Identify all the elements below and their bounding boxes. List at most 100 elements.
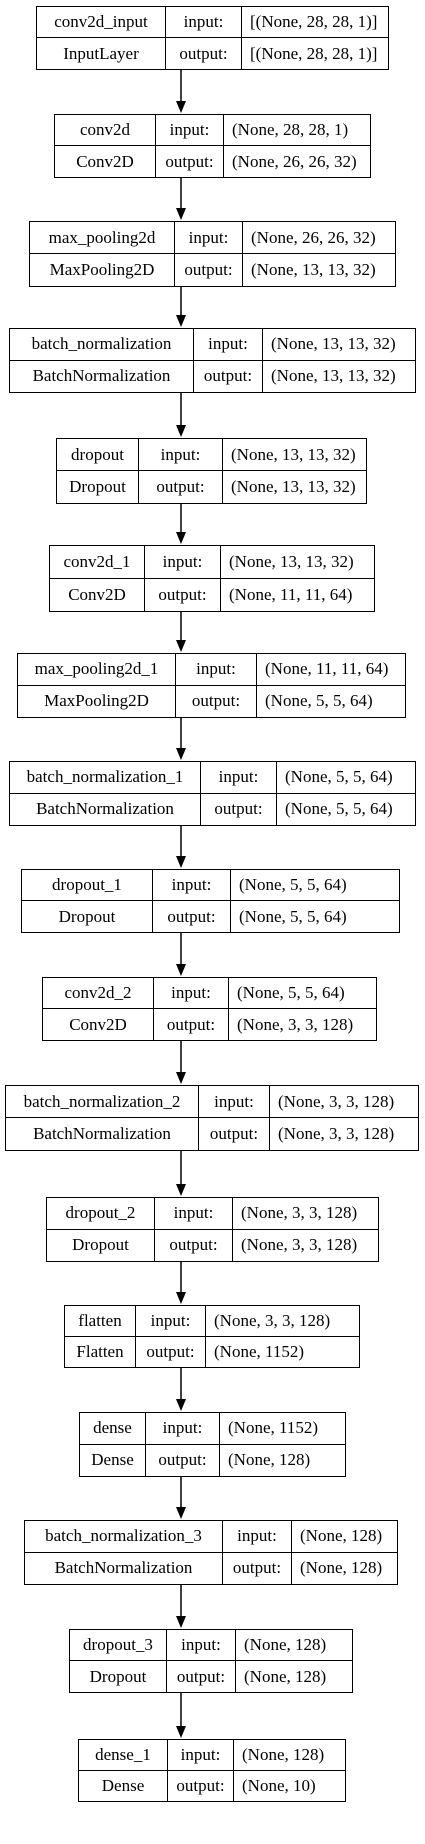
edge-arrowhead (176, 1072, 186, 1084)
output-label: output: (194, 360, 263, 392)
input-label: input: (156, 115, 224, 146)
input-label: input: (166, 7, 242, 38)
edge-arrowhead (176, 856, 186, 868)
layer-type: Dense (79, 1770, 168, 1801)
output-shape: (None, 11, 11, 64) (229, 584, 353, 604)
input-label: input: (146, 1413, 220, 1445)
input-label: input: (167, 1630, 236, 1661)
output-shape: (None, 5, 5, 64) (265, 691, 373, 711)
layer-name: max_pooling2d (30, 222, 175, 254)
input-label: input: (168, 1740, 234, 1771)
layer-type: Dense (80, 1444, 146, 1476)
edge-arrowhead (176, 748, 186, 760)
layer-name: conv2d (55, 115, 156, 146)
edge-arrowhead (176, 315, 186, 327)
layer-type: Dropout (22, 901, 153, 932)
layer-name: conv2d_input (37, 7, 166, 38)
layer-type: BatchNormalization (10, 360, 194, 392)
layer-type: Conv2D (50, 578, 145, 611)
layer-name: dropout_2 (47, 1198, 155, 1230)
input-shape: (None, 11, 11, 64) (257, 654, 405, 686)
input-shape: (None, 13, 13, 32) (263, 329, 415, 361)
layer-name: dense (80, 1413, 146, 1445)
output-label: output: (201, 793, 277, 825)
input-shape: (None, 3, 3, 128) (206, 1306, 359, 1337)
input-shape: (None, 5, 5, 64) (277, 762, 415, 794)
edge-arrowhead (176, 1184, 186, 1196)
input-label: input: (194, 329, 263, 361)
input-shape: (None, 28, 28, 1) (224, 115, 370, 146)
input-shape: (None, 128) (234, 1740, 345, 1771)
input-shape: (None, 13, 13, 32) (223, 439, 366, 471)
layer-type: MaxPooling2D (30, 254, 175, 286)
input-label: input: (153, 870, 231, 901)
output-label: output: (167, 1661, 236, 1692)
edge-arrowhead (176, 1399, 186, 1411)
output-label: output: (146, 1444, 220, 1476)
layer-name: dropout_1 (22, 870, 153, 901)
output-shape: (None, 128) (228, 1450, 311, 1470)
layer-type: Dropout (47, 1229, 155, 1261)
layer-name: max_pooling2d_1 (18, 654, 176, 686)
input-label: input: (176, 654, 257, 686)
layer-name: dropout_3 (70, 1630, 167, 1661)
layer-type: MaxPooling2D (18, 685, 176, 717)
output-label: output: (175, 254, 243, 286)
input-shape: (None, 1152) (220, 1413, 345, 1445)
output-shape: (None, 3, 3, 128) (278, 1124, 395, 1143)
output-shape: (None, 5, 5, 64) (285, 799, 393, 819)
layer-type: BatchNormalization (6, 1118, 199, 1150)
output-shape: (None, 1152) (214, 1341, 305, 1361)
output-shape: (None, 26, 26, 32) (232, 151, 357, 171)
input-label: input: (201, 762, 277, 794)
input-shape: (None, 128) (236, 1630, 352, 1661)
output-label: output: (154, 1009, 229, 1040)
layer-name: conv2d_1 (50, 546, 145, 579)
edge-arrowhead (176, 1507, 186, 1519)
layer-type: Dropout (70, 1661, 167, 1692)
output-label: output: (156, 146, 224, 177)
edge-arrowhead (176, 1616, 186, 1628)
layer-type: BatchNormalization (25, 1552, 223, 1584)
layer-type: BatchNormalization (10, 793, 201, 825)
output-label: output: (168, 1770, 234, 1801)
output-shape: (None, 128) (244, 1666, 327, 1686)
output-shape: (None, 13, 13, 32) (251, 260, 376, 279)
edge-arrowhead (176, 1726, 186, 1738)
edge-arrowhead (176, 101, 186, 113)
input-shape: (None, 3, 3, 128) (233, 1198, 378, 1230)
input-shape: (None, 26, 26, 32) (243, 222, 395, 254)
layer-name: batch_normalization_3 (25, 1521, 223, 1553)
input-shape: (None, 3, 3, 128) (270, 1086, 418, 1118)
output-shape: (None, 10) (242, 1775, 316, 1795)
input-label: input: (154, 978, 229, 1009)
layer-type: Conv2D (43, 1009, 154, 1040)
output-label: output: (139, 471, 223, 503)
output-shape: (None, 5, 5, 64) (239, 906, 347, 926)
input-label: input: (136, 1306, 206, 1337)
edge-arrowhead (176, 532, 186, 544)
output-label: output: (155, 1229, 233, 1261)
output-shape: (None, 3, 3, 128) (241, 1235, 358, 1255)
input-label: input: (175, 222, 243, 254)
layer-name: batch_normalization_1 (10, 762, 201, 794)
output-label: output: (166, 38, 242, 69)
layer-name: batch_normalization (10, 329, 194, 361)
edge-arrowhead (176, 1292, 186, 1304)
output-label: output: (199, 1118, 270, 1150)
input-label: input: (199, 1086, 270, 1118)
input-label: input: (155, 1198, 233, 1230)
